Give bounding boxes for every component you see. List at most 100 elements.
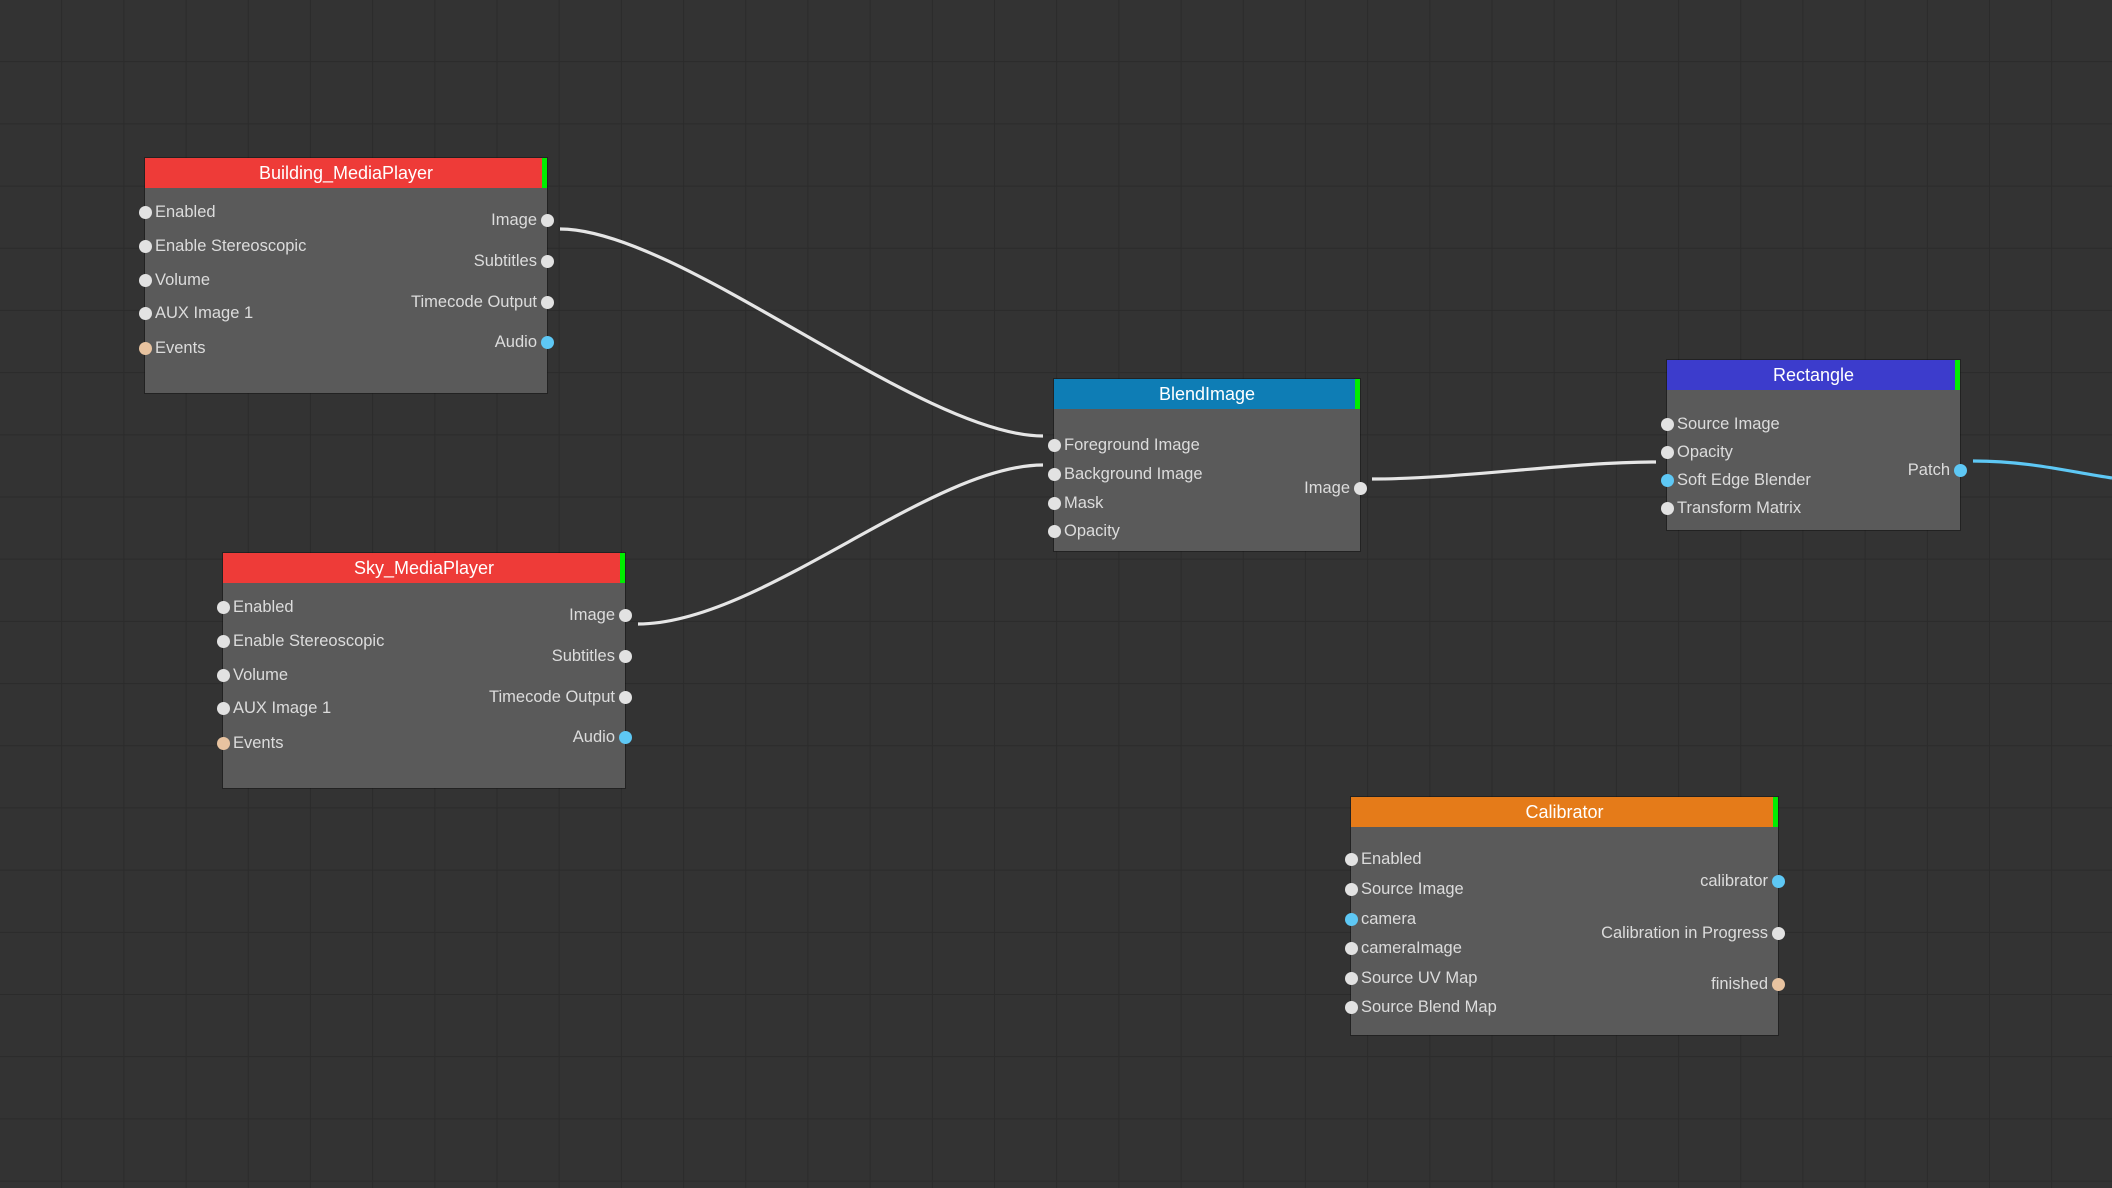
input-label-foreground-image: Foreground Image (1064, 436, 1200, 454)
output-port-timecode-output[interactable] (618, 690, 632, 704)
input-label-volume: Volume (155, 271, 211, 289)
output-label-calibrator: calibrator (1700, 872, 1768, 890)
output-port-image[interactable] (540, 213, 554, 227)
input-port-events[interactable] (138, 341, 152, 355)
node-header-rectangle[interactable]: Rectangle (1667, 360, 1960, 390)
connection-blend-image-to-rectangle-source[interactable] (1371, 460, 1657, 481)
output-port-calibrator[interactable] (1771, 874, 1785, 888)
output-label-patch: Patch (1907, 461, 1950, 479)
input-port-volume[interactable] (138, 273, 152, 287)
node-header-blendimage[interactable]: BlendImage (1054, 379, 1360, 409)
input-port-enabled[interactable] (216, 600, 230, 614)
input-port-aux-image-1[interactable] (138, 306, 152, 320)
output-port-image[interactable] (1353, 481, 1367, 495)
node-status-accent (1355, 379, 1360, 409)
output-label-image: Image (491, 211, 537, 229)
input-port-source-image[interactable] (1660, 417, 1674, 431)
input-port-enable-stereoscopic[interactable] (216, 634, 230, 648)
input-port-enabled[interactable] (1344, 852, 1358, 866)
input-label-volume: Volume (233, 666, 289, 684)
input-port-background-image[interactable] (1047, 467, 1061, 481)
input-port-opacity[interactable] (1660, 445, 1674, 459)
output-port-timecode-output[interactable] (540, 295, 554, 309)
node-header-calibrator[interactable]: Calibrator (1351, 797, 1778, 827)
input-label-camera: camera (1361, 910, 1417, 928)
input-label-source-image: Source Image (1677, 415, 1780, 433)
input-port-camera[interactable] (1344, 912, 1358, 926)
input-label-aux-image-1: AUX Image 1 (233, 699, 332, 717)
input-label-mask: Mask (1064, 494, 1104, 512)
input-label-enabled: Enabled (1361, 850, 1422, 868)
node-status-accent (542, 158, 547, 188)
input-port-enable-stereoscopic[interactable] (138, 239, 152, 253)
input-port-soft-edge-blender[interactable] (1660, 473, 1674, 487)
input-label-events: Events (233, 734, 284, 752)
input-port-source-image[interactable] (1344, 882, 1358, 896)
input-label-soft-edge-blender: Soft Edge Blender (1677, 471, 1811, 489)
output-port-finished[interactable] (1771, 977, 1785, 991)
output-label-image: Image (1304, 479, 1350, 497)
input-label-enabled: Enabled (155, 203, 216, 221)
node-status-accent (1955, 360, 1960, 390)
input-port-enabled[interactable] (138, 205, 152, 219)
input-label-opacity: Opacity (1677, 443, 1733, 461)
output-port-image[interactable] (618, 608, 632, 622)
node-header-sky-mediaplayer[interactable]: Sky_MediaPlayer (223, 553, 625, 583)
output-label-subtitles: Subtitles (551, 647, 615, 665)
input-port-foreground-image[interactable] (1047, 438, 1061, 452)
input-port-aux-image-1[interactable] (216, 701, 230, 715)
output-label-image: Image (569, 606, 615, 624)
output-label-audio: Audio (572, 728, 615, 746)
node-header-building-mediaplayer[interactable]: Building_MediaPlayer (145, 158, 547, 188)
output-label-finished: finished (1711, 975, 1768, 993)
output-label-timecode-output: Timecode Output (489, 688, 615, 706)
input-label-enabled: Enabled (233, 598, 294, 616)
input-label-background-image: Background Image (1064, 465, 1203, 483)
output-label-calibration-in-progress: Calibration in Progress (1601, 924, 1768, 942)
output-port-patch[interactable] (1953, 463, 1967, 477)
input-port-source-blend-map[interactable] (1344, 1000, 1358, 1014)
node-title: BlendImage (1158, 384, 1256, 404)
node-status-accent (620, 553, 625, 583)
output-port-subtitles[interactable] (618, 649, 632, 663)
output-label-timecode-output: Timecode Output (411, 293, 537, 311)
input-port-mask[interactable] (1047, 496, 1061, 510)
input-label-source-blend-map: Source Blend Map (1361, 998, 1497, 1016)
connection-sky-image-to-blend-background[interactable] (637, 463, 1044, 626)
input-port-events[interactable] (216, 736, 230, 750)
node-title: Calibrator (1525, 802, 1604, 822)
output-label-audio: Audio (494, 333, 537, 351)
output-port-calibration-in-progress[interactable] (1771, 926, 1785, 940)
input-label-source-image: Source Image (1361, 880, 1464, 898)
output-port-subtitles[interactable] (540, 254, 554, 268)
connection-building-image-to-blend-foreground[interactable] (559, 227, 1044, 438)
input-port-transform-matrix[interactable] (1660, 501, 1674, 515)
node-title: Sky_MediaPlayer (353, 558, 495, 578)
input-label-source-uv-map: Source UV Map (1361, 969, 1478, 987)
input-label-cameraimage: cameraImage (1361, 939, 1462, 957)
input-port-cameraimage[interactable] (1344, 941, 1358, 955)
input-port-opacity[interactable] (1047, 524, 1061, 538)
input-label-transform-matrix: Transform Matrix (1677, 499, 1802, 517)
node-status-accent (1773, 797, 1778, 827)
input-label-events: Events (155, 339, 206, 357)
node-title: Building_MediaPlayer (258, 163, 434, 183)
input-port-volume[interactable] (216, 668, 230, 682)
input-label-enable-stereoscopic: Enable Stereoscopic (233, 632, 385, 650)
input-label-opacity: Opacity (1064, 522, 1120, 540)
output-port-audio[interactable] (618, 730, 632, 744)
output-port-audio[interactable] (540, 335, 554, 349)
connection-rectangle-patch-outgoing[interactable] (1972, 459, 2112, 480)
input-port-source-uv-map[interactable] (1344, 971, 1358, 985)
